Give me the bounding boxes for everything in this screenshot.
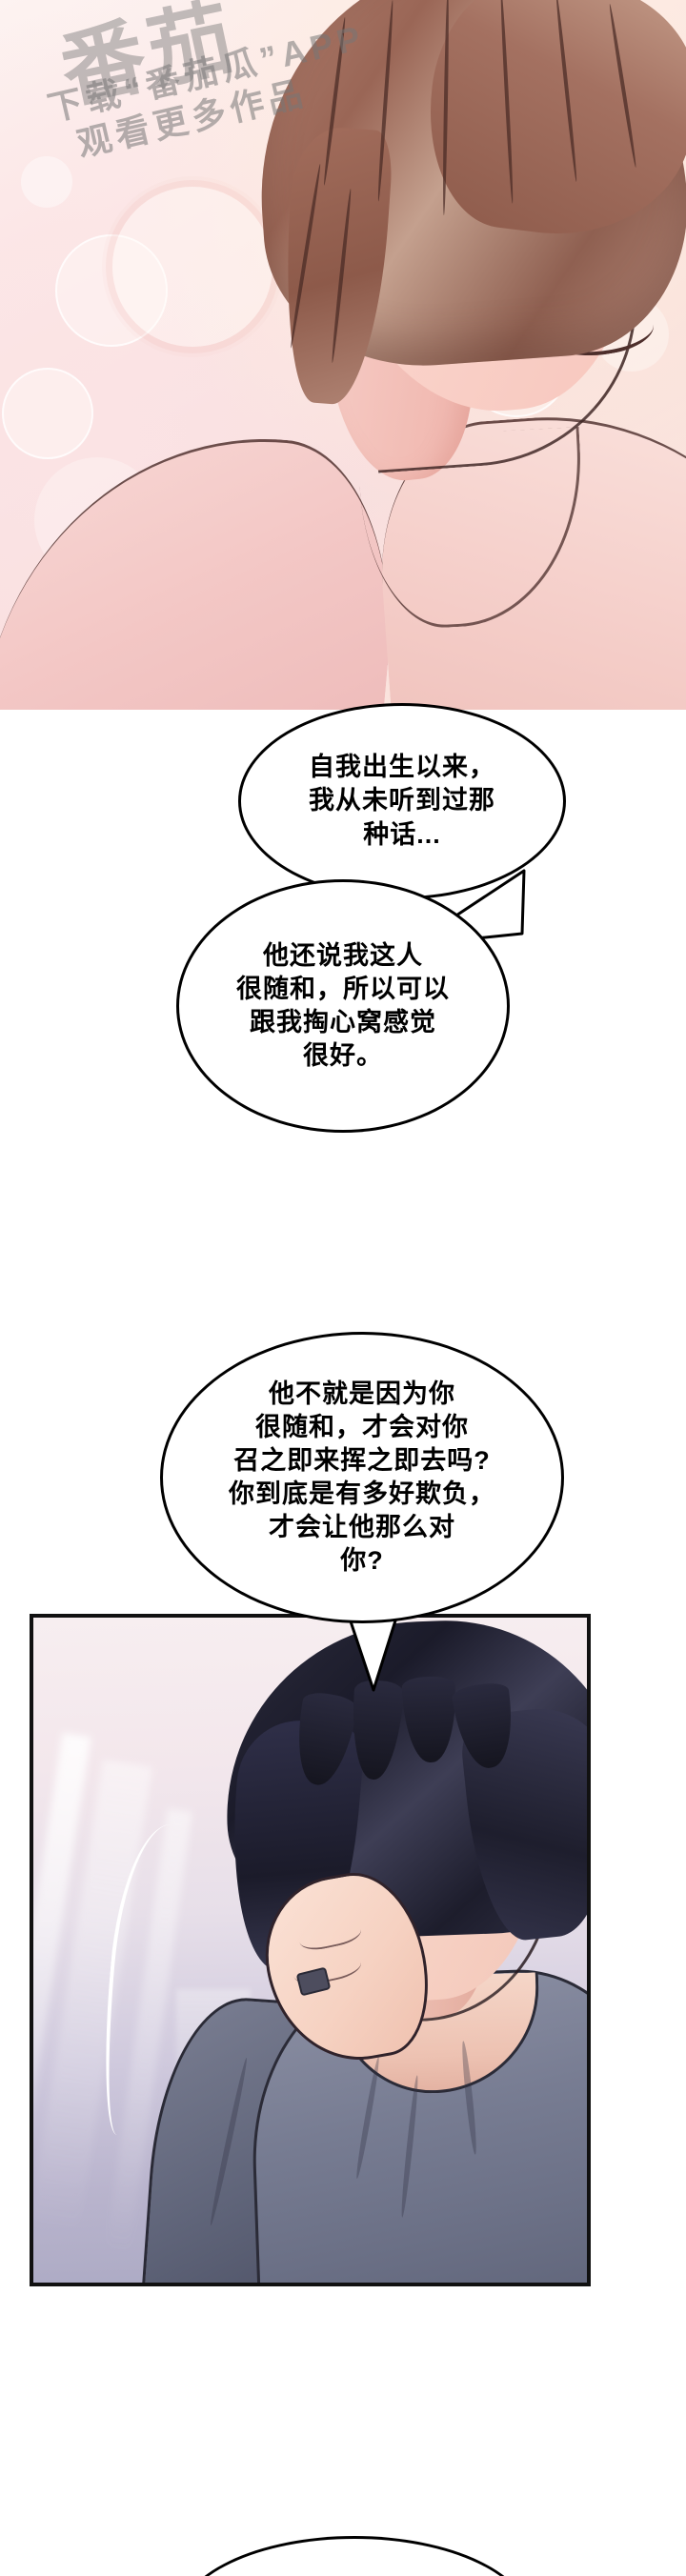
panel-2 <box>30 1614 591 2286</box>
speech-bubble-2: 他还说我这人 很随和，所以可以 跟我掏心窝感觉 很好。 <box>176 879 510 1133</box>
character-brown-haired-man <box>0 0 686 710</box>
speech-bubble-1-text: 自我出生以来， 我从未听到过那 种话... <box>309 753 495 849</box>
speech-bubble-1: 自我出生以来， 我从未听到过那 种话... <box>238 703 566 899</box>
panel-1: 番茄 下载“番茄瓜”APP 观看更多作品 <box>0 0 686 710</box>
left-shoulder <box>0 415 407 710</box>
speech-bubble-3: 他不就是因为你 很随和，才会对你 召之即来挥之即去吗? 你到底是有多好欺负， 才… <box>160 1332 564 1623</box>
bokeh-circle <box>2 368 93 459</box>
speech-bubble-3-text: 他不就是因为你 很随和，才会对你 召之即来挥之即去吗? 你到底是有多好欺负， 才… <box>229 1379 495 1576</box>
speech-bubble-2-text: 他还说我这人 很随和，所以可以 跟我掏心窝感觉 很好。 <box>236 940 450 1071</box>
light-ray <box>33 1732 91 2227</box>
speech-bubble-4-partial <box>177 2536 532 2576</box>
bokeh-circle <box>21 156 72 208</box>
character-dark-haired-man <box>110 1618 587 2283</box>
